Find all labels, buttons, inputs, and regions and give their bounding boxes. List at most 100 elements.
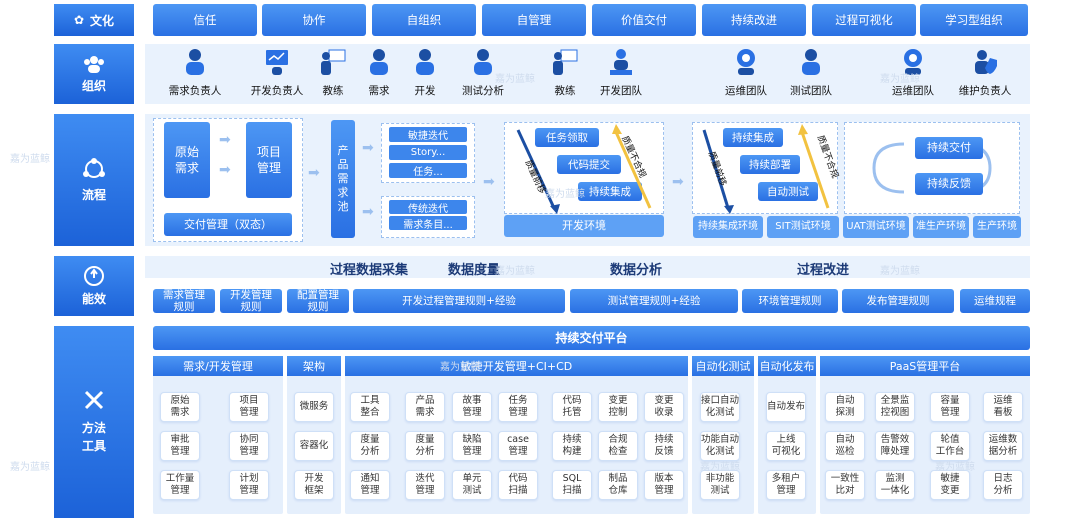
culture-item: 学习型组织 [920,4,1028,36]
ci-step: 自动测试 [758,182,818,201]
ci-step: 持续集成 [723,128,783,147]
tool-tile: 运维数 据分析 [983,431,1023,461]
category-label: 流程 [81,187,106,202]
tool-tile: 容量 管理 [930,392,970,422]
role-label: 测试分析 [462,85,504,97]
person-icon [802,49,820,75]
watermark: 嘉为蓝鲸 [935,462,975,473]
culture-item: 自组织 [372,4,476,36]
tool-tile: 代码 托管 [552,392,592,422]
tool-tile: 版本 管理 [644,470,684,500]
group-header: 敏捷开发管理+CI+CD [345,356,688,376]
dev-step: 持续集成 [578,182,642,201]
role-label: 教练 [322,85,344,97]
role-label: 需求负责人 [168,85,222,97]
bulb-icon [84,265,104,286]
tool-tile: 多租户 管理 [766,470,806,500]
tool-tile: 审批 管理 [160,431,200,461]
gear-icon [737,49,755,75]
tool-tile: 告警效 障处理 [875,431,915,461]
tool-tile: 变更 控制 [598,392,638,422]
team-icon [84,55,104,73]
tool-tile: 运维 看板 [983,392,1023,422]
role-label: 开发 [414,85,436,97]
tool-tile: 协同 管理 [229,431,269,461]
agile-item: 任务... [389,163,467,178]
traditional-item: 传统迭代 [389,200,467,215]
screen-icon [266,50,288,75]
cycle-icon [83,157,105,178]
env-box: 持续集成环境 [693,216,763,238]
person-icon [186,49,204,75]
watermark: 嘉为蓝鲸 [10,154,50,165]
tool-tile: 代码 扫描 [498,470,538,500]
tool-tile: 自动 探测 [825,392,865,422]
role-label: 测试团队 [790,85,832,97]
watermark: 嘉为蓝鲸 [10,462,50,473]
shield-icon [975,50,997,74]
dev-env: 开发环境 [504,215,664,237]
cd-step: 持续反馈 [915,173,983,195]
tool-tile: 工作量 管理 [160,470,200,500]
tool-tile: SQL 扫描 [552,470,592,500]
tool-tile: 开发 框架 [294,470,334,500]
tool-tile: 迭代 管理 [405,470,445,500]
enable-headline: 数据分析 [610,263,663,278]
tool-tile: 自动发布 [766,392,806,422]
person-icon [474,49,492,75]
culture-item: 过程可视化 [812,4,916,36]
tool-tile: 监测 一体化 [875,470,915,500]
group-header: 自动化发布 [758,356,816,376]
tool-tile: 计划 管理 [229,470,269,500]
rule-box: 运维规程 [960,289,1030,313]
arrow-right: ➡ [362,140,374,156]
rule-box: 测试管理规则+经验 [570,289,738,313]
tool-tile: 任务 管理 [498,392,538,422]
category-org: 组织 [54,44,134,104]
category-process: 流程 [54,114,134,246]
tool-tile: 度量 分析 [350,431,390,461]
enable-headline: 数据度量 [448,263,501,278]
culture-item: 持续改进 [702,4,806,36]
tool-tile: 持续 构建 [552,431,592,461]
enable-headline: 过程改进 [797,263,850,278]
watermark: 嘉为蓝鲸 [495,74,535,85]
agile-item: Story... [389,145,467,160]
cd-loop [872,142,992,194]
rule-box: 发布管理规则 [842,289,954,313]
category-label: 方法 工具 [81,421,106,453]
flower-icon: ✿ [73,13,85,27]
tool-tile: 原始 需求 [160,392,200,422]
arrow-right: ➡ [219,132,231,148]
tool-tile: 容器化 [294,431,334,461]
cd-step: 持续交付 [915,137,983,159]
project-mgmt: 项目 管理 [246,122,292,198]
gear-icon [904,49,922,75]
arrow-right: ➡ [672,174,684,190]
org-band [145,44,1030,104]
arrow-right: ➡ [308,165,320,181]
watermark: 嘉为蓝鲸 [700,462,740,473]
tool-tile: 产品 需求 [405,392,445,422]
quality-arrows-dev [516,124,652,214]
person-icon [416,49,434,75]
culture-item: 价值交付 [592,4,696,36]
role-label: 运维团队 [892,85,934,97]
origin-demand: 原始 需求 [164,122,210,198]
env-box: UAT测试环境 [843,216,909,238]
group-header: 架构 [287,356,341,376]
dev-step: 代码提交 [557,155,621,174]
board-icon [553,49,578,75]
tool-tile: 微服务 [294,392,334,422]
rule-box: 配置管理 规则 [287,289,349,313]
tool-tile: 度量 分析 [405,431,445,461]
category-method: 方法 工具 [54,326,134,518]
role-label: 维护负责人 [958,85,1012,97]
tool-tile: 缺陷 管理 [452,431,492,461]
tool-tile: 非功能 测试 [700,470,740,500]
arrow-right: ➡ [483,174,495,190]
tool-tile: 单元 测试 [452,470,492,500]
product-pool: 产 品 需 求 池 [331,120,355,238]
role-label: 需求 [368,85,390,97]
group-header: 自动化测试 [692,356,754,376]
